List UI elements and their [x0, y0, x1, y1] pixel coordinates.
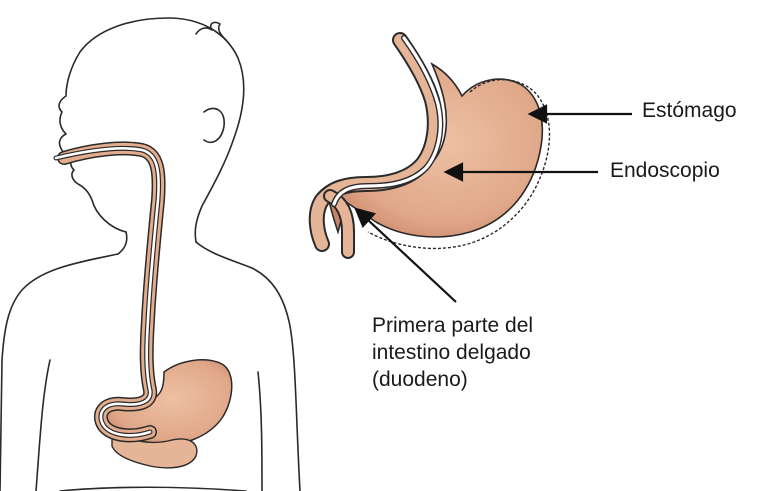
duodenum-label-line-2: intestino delgado [372, 339, 533, 366]
left-shoulder [0, 254, 118, 491]
child-endoscope [56, 148, 159, 435]
left-arm-inner [36, 360, 50, 491]
ear-outline [204, 108, 224, 142]
stomach-label: Estómago [642, 100, 737, 121]
duodenum-label-line-3: (duodeno) [372, 366, 533, 393]
child-stomach [100, 360, 232, 468]
hair-tuft [196, 22, 226, 40]
neck-front [118, 232, 127, 254]
duodenum-label-line-1: Primera parte del [372, 312, 533, 339]
torso-bottom [60, 487, 246, 491]
right-arm-inner [258, 372, 262, 491]
enlarged-stomach [317, 38, 550, 252]
duodenum-label: Primera parte del intestino delgado (duo… [372, 312, 533, 393]
endoscope-label: Endoscopio [610, 160, 720, 181]
